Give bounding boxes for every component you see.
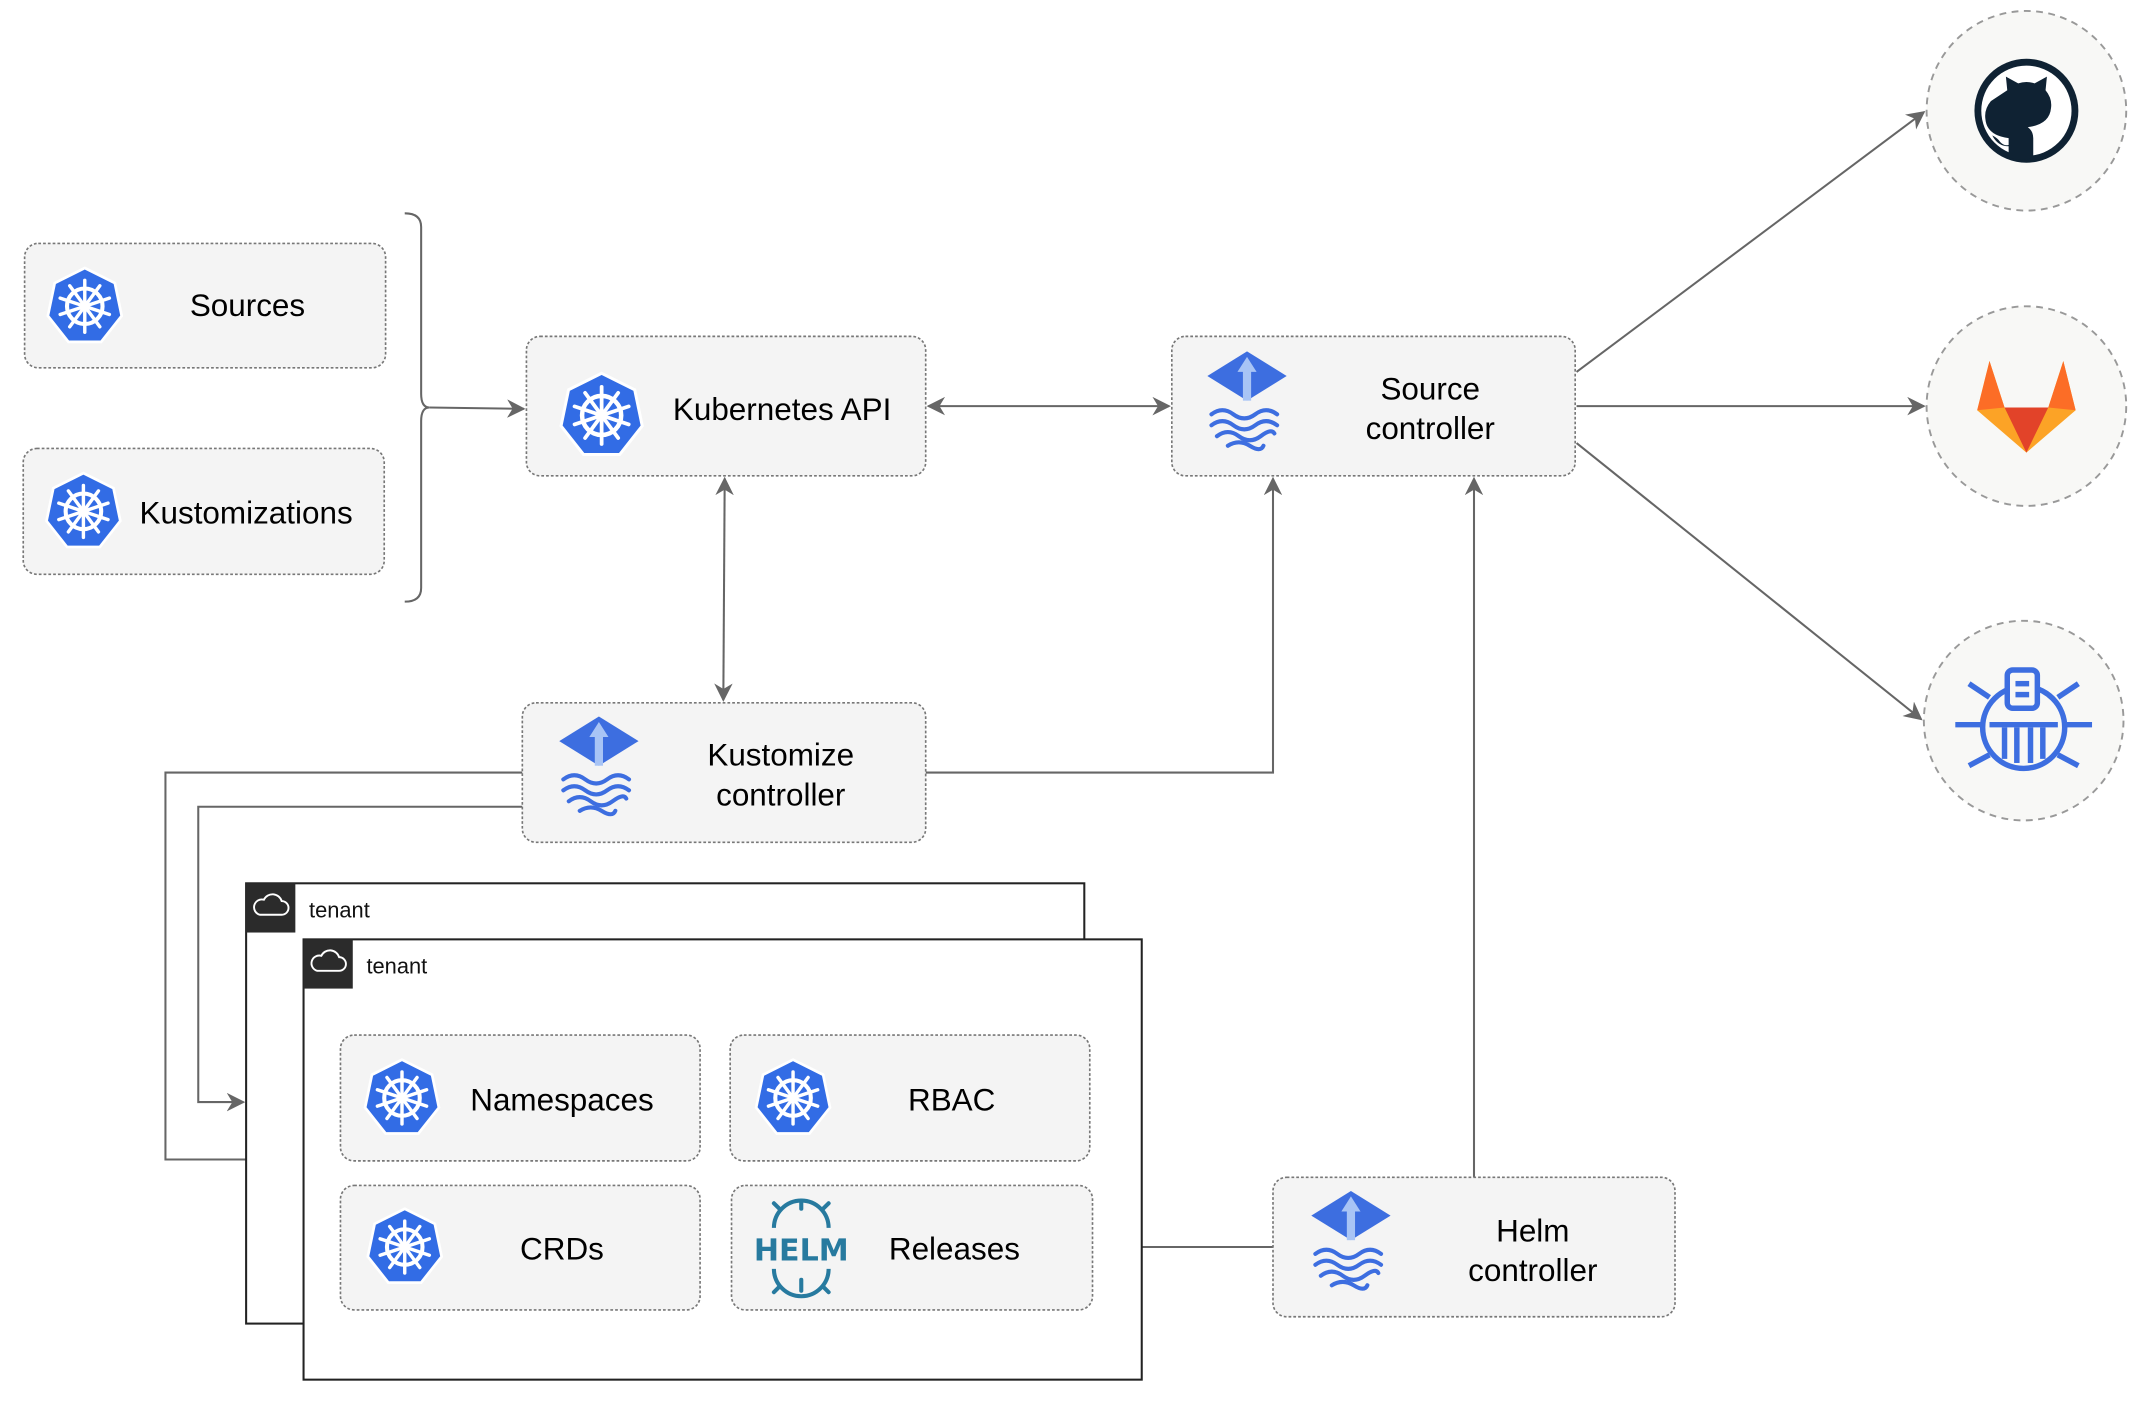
- releases-label: Releases: [889, 1231, 1020, 1266]
- edge-kustomize-to-source: [925, 476, 1283, 774]
- sources-label: Sources: [190, 288, 305, 323]
- node-sources[interactable]: Sources: [23, 242, 387, 369]
- helm-icon: HELM: [754, 1198, 849, 1299]
- node-kustomizations[interactable]: Kustomizations: [22, 447, 386, 576]
- node-source-controller[interactable]: Source controller: [1170, 335, 1577, 477]
- edge-api-kustomize-controller: [714, 476, 734, 702]
- namespaces-label: Namespaces: [470, 1082, 653, 1117]
- helm-logo-text: HELM: [754, 1234, 849, 1269]
- edge-source-to-github: [1575, 111, 1926, 373]
- gitlab-icon: [1977, 360, 2076, 453]
- helm-controller-label-1: Helm: [1496, 1214, 1569, 1249]
- node-helm-controller[interactable]: Helm controller: [1272, 1176, 1676, 1318]
- edges: [164, 111, 1926, 1257]
- tenant-label: tenant: [309, 897, 370, 922]
- edge-resources-to-api: [429, 399, 526, 418]
- crds-label: CRDs: [520, 1231, 604, 1266]
- gitlab-source[interactable]: [1925, 305, 2128, 507]
- node-crds[interactable]: CRDs: [339, 1184, 701, 1311]
- bucket-source[interactable]: [1922, 619, 2125, 822]
- brace: [404, 212, 430, 603]
- rbac-label: RBAC: [908, 1082, 995, 1117]
- kustomize-controller-label-1: Kustomize: [707, 738, 854, 773]
- node-kubernetes-api[interactable]: Kubernetes API: [525, 335, 927, 477]
- source-controller-label-1: Source: [1380, 371, 1480, 406]
- node-rbac[interactable]: RBAC: [729, 1034, 1091, 1162]
- kustomizations-label: Kustomizations: [140, 496, 353, 531]
- helm-controller-label-2: controller: [1468, 1253, 1597, 1288]
- edge-kustomize-to-tenant-back: [197, 805, 523, 1112]
- tenant-front[interactable]: tenant Namespaces RBAC CRDs: [302, 938, 1143, 1381]
- bucket-icon: [1955, 667, 2093, 772]
- kustomize-controller-label-2: controller: [716, 777, 845, 812]
- github-icon: [1974, 58, 2079, 163]
- edge-kustomize-to-tenant-front: [164, 771, 523, 1169]
- kubernetes-api-label: Kubernetes API: [673, 392, 891, 427]
- source-controller-label-2: controller: [1366, 411, 1495, 446]
- node-kustomize-controller[interactable]: Kustomize controller: [521, 701, 927, 844]
- tenant-label: tenant: [366, 954, 427, 979]
- node-namespaces[interactable]: Namespaces: [339, 1034, 701, 1162]
- github-source[interactable]: [1925, 9, 2128, 212]
- node-releases[interactable]: HELM Releases: [730, 1184, 1094, 1311]
- edge-source-to-bucket: [1575, 442, 1923, 721]
